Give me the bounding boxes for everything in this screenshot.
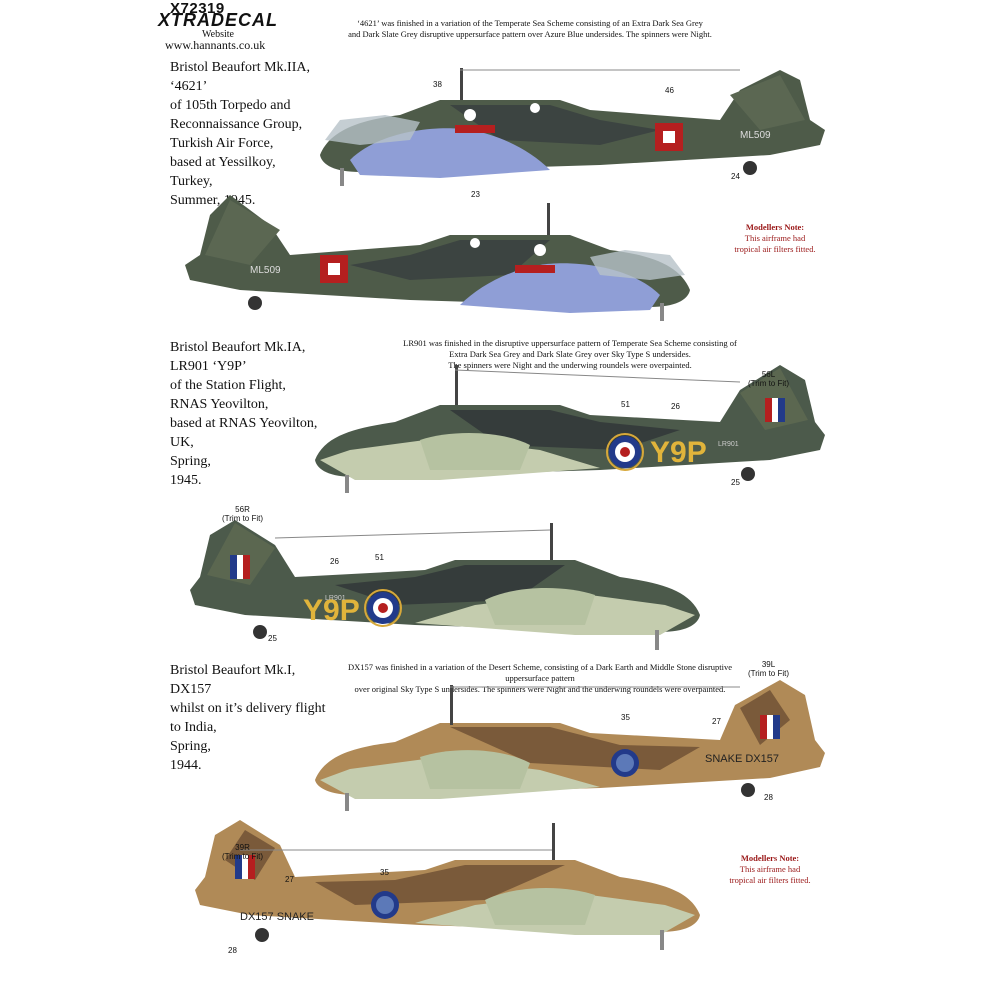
aircraft-2-serial-starboard: LR901 (718, 441, 739, 448)
callout-51: 51 (621, 400, 630, 409)
modellers-note-2-title: Modellers Note: (740, 853, 800, 863)
aircraft-3-marking-port: DX157 SNAKE (240, 911, 314, 923)
aircraft-1-serial-port: ML509 (250, 265, 281, 276)
aircraft-1-profile-starboard: ML509 (320, 68, 825, 186)
aircraft-3-profile-starboard: SNAKE DX157 (315, 680, 825, 811)
callout-46: 46 (665, 86, 674, 95)
callout-56l: 56L(Trim to Fit) (748, 370, 790, 388)
callout-25: 25 (731, 478, 740, 487)
callout-26: 26 (671, 402, 680, 411)
aircraft-2-serial-port: LR901 (325, 595, 346, 602)
callout-28: 28 (764, 793, 773, 802)
callout-25-port: 25 (268, 634, 277, 643)
callout-35-port: 35 (380, 868, 389, 877)
callout-27-port: 27 (285, 875, 294, 884)
aircraft-1-profile-port: ML509 (185, 195, 690, 321)
callout-38: 38 (433, 80, 442, 89)
callout-26-port: 26 (330, 557, 339, 566)
callout-24: 24 (731, 172, 740, 181)
modellers-note-1: Modellers Note: This airframe had tropic… (720, 222, 830, 255)
aircraft-2-profile-starboard: Y9P LR901 (315, 365, 825, 493)
aircraft-3-profile-port: DX157 SNAKE (195, 820, 700, 950)
callout-56r: 56R(Trim to Fit) (222, 505, 264, 523)
aircraft-1-title: Bristol Beaufort Mk.IIA, ‘4621’ of 105th… (170, 60, 310, 208)
callout-27: 27 (712, 717, 721, 726)
callout-39r: 39R(Trim to Fit) (222, 843, 264, 861)
aircraft-2-profile-port: Y9P LR901 (190, 520, 700, 650)
aircraft-2-scheme-note: LR901 was finished in the disruptive upp… (403, 338, 737, 370)
modellers-note-2-text: This airframe had tropical air filters f… (729, 864, 811, 885)
aircraft-3-scheme-note: DX157 was finished in a variation of the… (347, 662, 733, 694)
aircraft-1-serial-starboard: ML509 (740, 130, 771, 141)
website-url[interactable]: www.hannants.co.uk (165, 38, 266, 52)
product-code: X72319 (170, 0, 225, 17)
aircraft-1-scheme-note: ‘4621’ was finished in a variation of th… (348, 18, 712, 39)
callout-39l: 39L(Trim to Fit) (748, 660, 790, 678)
callout-28-port: 28 (228, 946, 237, 955)
modellers-note-1-text: This airframe had tropical air filters f… (734, 233, 816, 254)
modellers-note-1-title: Modellers Note: (745, 222, 805, 232)
aircraft-2-code-starboard: Y9P (650, 436, 707, 469)
modellers-note-2: Modellers Note: This airframe had tropic… (715, 853, 825, 886)
brand-logo: XTRADECAL (158, 10, 278, 30)
callout-23: 23 (471, 190, 480, 199)
aircraft-2-title: Bristol Beaufort Mk.IA, LR901 ‘Y9P’ of t… (170, 340, 318, 488)
callout-51-port: 51 (375, 553, 384, 562)
aircraft-2-code-port: Y9P (303, 594, 360, 627)
website-label: Website (202, 29, 234, 40)
callout-35: 35 (621, 713, 630, 722)
aircraft-3-marking-starboard: SNAKE DX157 (705, 753, 779, 765)
aircraft-3-title: Bristol Beaufort Mk.I, DX157 whilst on i… (170, 663, 326, 773)
